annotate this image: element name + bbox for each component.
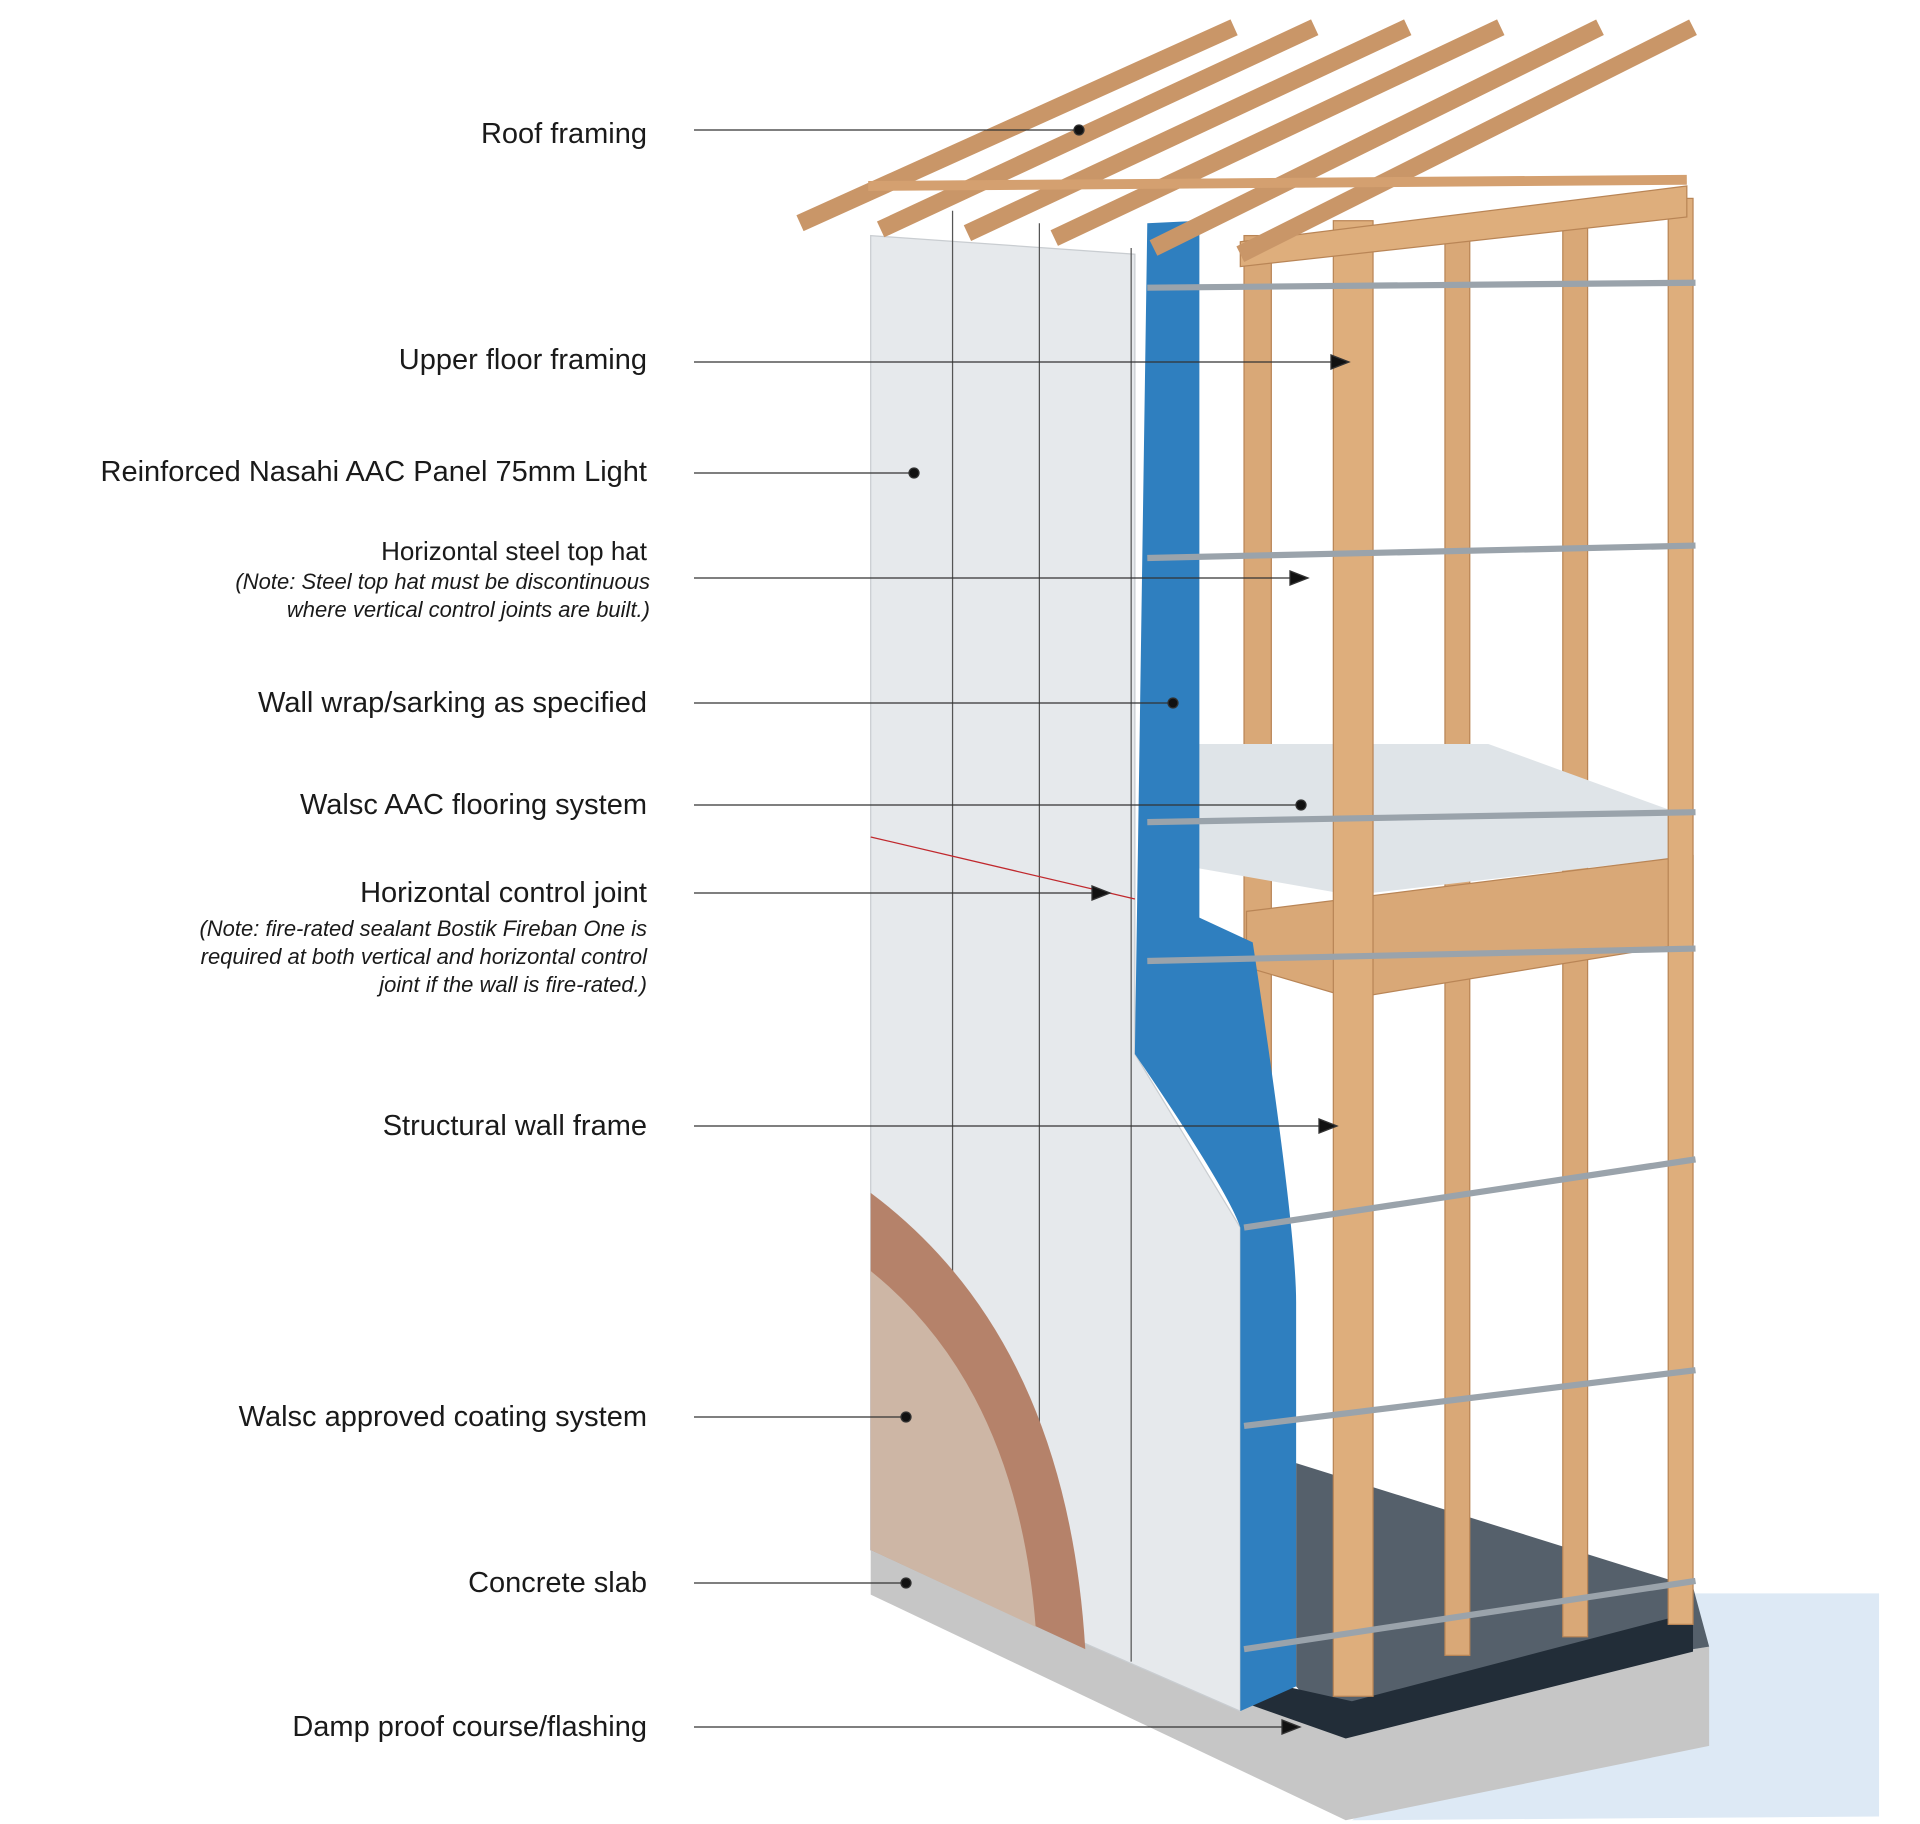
label-damp-proof: Damp proof course/flashing — [292, 1711, 647, 1743]
note-control-joint-3: joint if the wall is fire-rated.) — [379, 972, 647, 997]
label-flooring-system: Walsc AAC flooring system — [299, 789, 647, 821]
label-concrete-slab: Concrete slab — [468, 1567, 647, 1599]
label-control-joint: Horizontal control joint — [360, 877, 647, 909]
concrete-slab — [870, 1547, 1710, 1821]
label-roof-framing: Roof framing — [480, 118, 647, 150]
note-control-joint-1: (Note: fire-rated sealant Bostik Fireban… — [199, 916, 647, 941]
steel-top-hats — [1147, 279, 1696, 1653]
label-steel-top-hat: Horizontal steel top hat — [381, 536, 647, 566]
coating-inner — [870, 1270, 1036, 1627]
label-upper-floor-framing: Upper floor framing — [398, 344, 647, 376]
note-control-joint-2: required at both vertical and horizontal… — [200, 944, 647, 969]
label-wall-wrap: Wall wrap/sarking as specified — [258, 687, 647, 719]
label-aac-panel: Reinforced Nasahi AAC Panel 75mm Light — [100, 456, 647, 488]
label-wall-frame: Structural wall frame — [382, 1110, 647, 1142]
roof-rafters — [796, 19, 1697, 262]
label-coating-system: Walsc approved coating system — [238, 1401, 647, 1433]
damp-proof-course — [1240, 1611, 1694, 1739]
control-joint-line — [870, 836, 1136, 900]
wall-wrap — [1134, 220, 1297, 1712]
note-steel-top-hat-2: where vertical control joints are built.… — [286, 597, 650, 622]
top-plate — [868, 174, 1687, 191]
note-steel-top-hat-1: (Note: Steel top hat must be discontinuo… — [235, 569, 650, 594]
